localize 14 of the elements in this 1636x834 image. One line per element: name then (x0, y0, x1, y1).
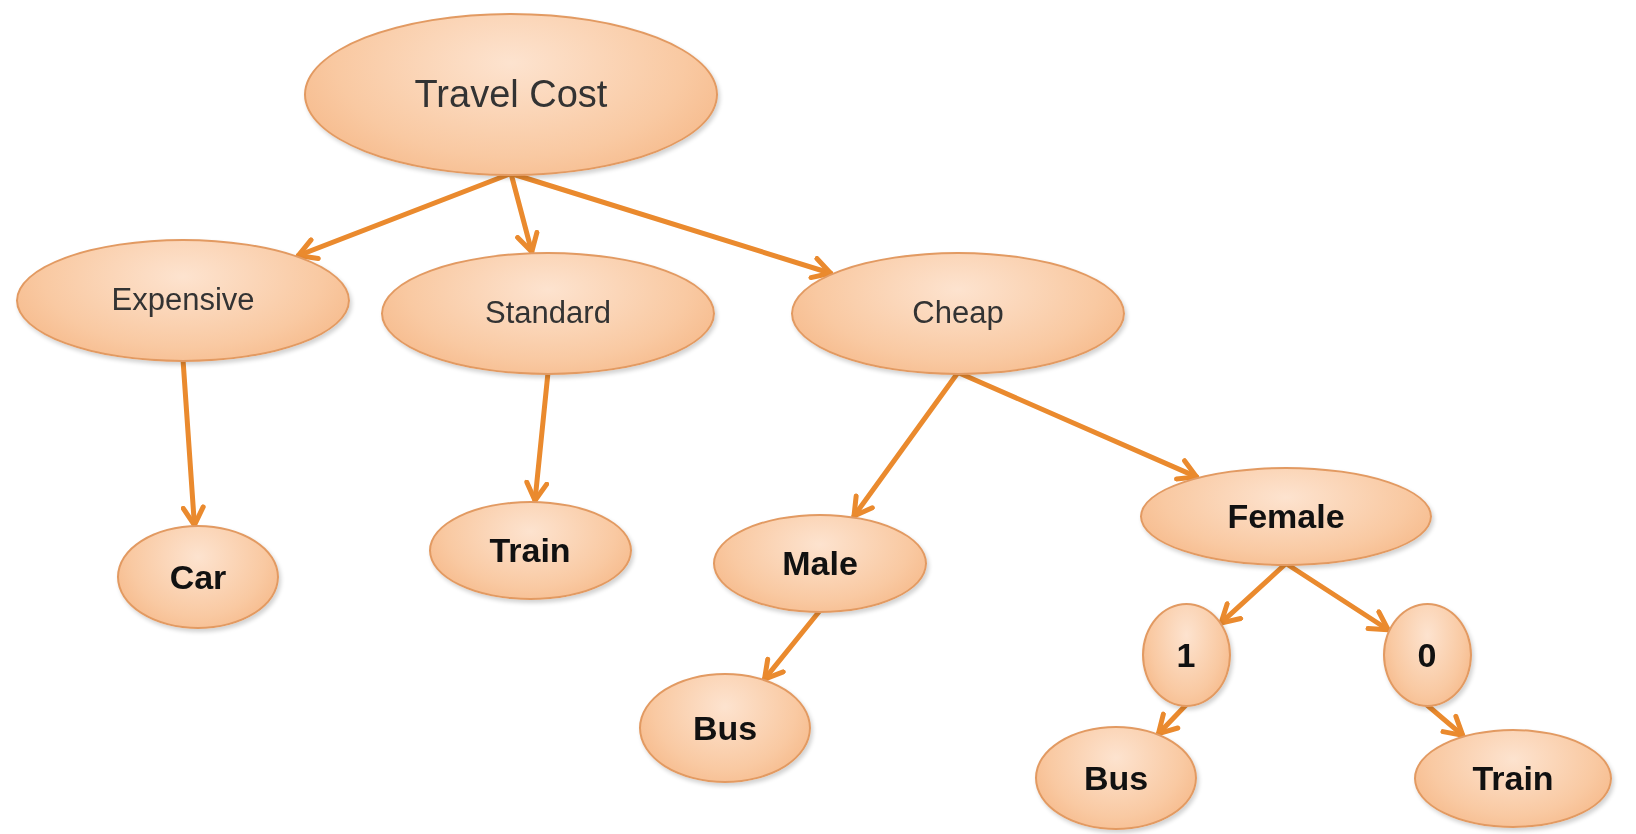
node-label: 0 (1417, 635, 1437, 675)
node-label: Train (489, 530, 571, 570)
node-label: Expensive (111, 282, 255, 318)
node-label: Standard (485, 295, 611, 331)
node-label: Train (1472, 758, 1554, 798)
node-label: Car (169, 557, 227, 597)
node-label: Cheap (912, 295, 1004, 331)
node-label: Bus (692, 708, 758, 748)
oval-node (1382, 603, 1472, 707)
node-label: Travel Cost (414, 72, 608, 116)
node-label: Bus (1083, 758, 1149, 798)
node-label: Female (1227, 496, 1345, 536)
node-label: Male (782, 543, 858, 583)
node-label: 1 (1176, 635, 1196, 675)
